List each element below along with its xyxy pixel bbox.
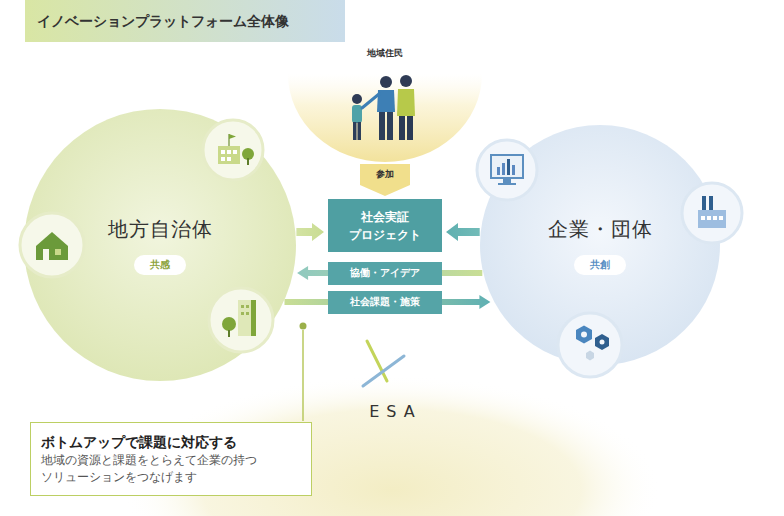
flow-arrow [446, 223, 480, 241]
bowl-outline [288, 44, 482, 162]
circle-title: 地方自治体 [108, 215, 213, 243]
edge-label: 協働・アイデア [328, 262, 442, 285]
logo-text: ESA [362, 402, 422, 421]
circle-outline [480, 125, 720, 365]
flow-arrow [296, 223, 324, 241]
icon-circles [20, 120, 742, 377]
logo-stroke [363, 356, 404, 386]
leader-line [302, 330, 304, 421]
people-illustration [352, 75, 415, 140]
circle-title: 企業・団体 [548, 215, 653, 243]
resident-area: 地域住民 [288, 44, 482, 162]
box-label: 社会実証 プロジェクト [334, 208, 436, 244]
edge-label: 参加 [376, 168, 394, 181]
participation-arrow [360, 164, 410, 196]
circle-outline [24, 109, 296, 381]
municipality-circle: 地方自治体共感 [24, 109, 296, 381]
keyword-pill: 共感 [134, 255, 186, 275]
callout-box: ボトムアップで課題に対応する地域の資源と課題をとらえて企業の持つ ソリューション… [30, 422, 312, 496]
keyword-pill: 共創 [574, 255, 626, 275]
edge-label: 社会課題・施策 [328, 291, 442, 314]
callout-heading: ボトムアップで課題に対応する [41, 432, 237, 452]
area-label: 地域住民 [367, 47, 403, 60]
callout-body: 地域の資源と課題をとらえて企業の持つ ソリューションをつなげます [41, 452, 301, 487]
project-box: 社会実証 プロジェクト [328, 199, 442, 252]
title-holder: イノベーションプラットフォーム全体像 [37, 10, 289, 32]
leader-dot [300, 323, 307, 330]
title-text: イノベーションプラットフォーム全体像 [37, 10, 289, 32]
company-circle: 企業・団体共創 [480, 125, 720, 365]
